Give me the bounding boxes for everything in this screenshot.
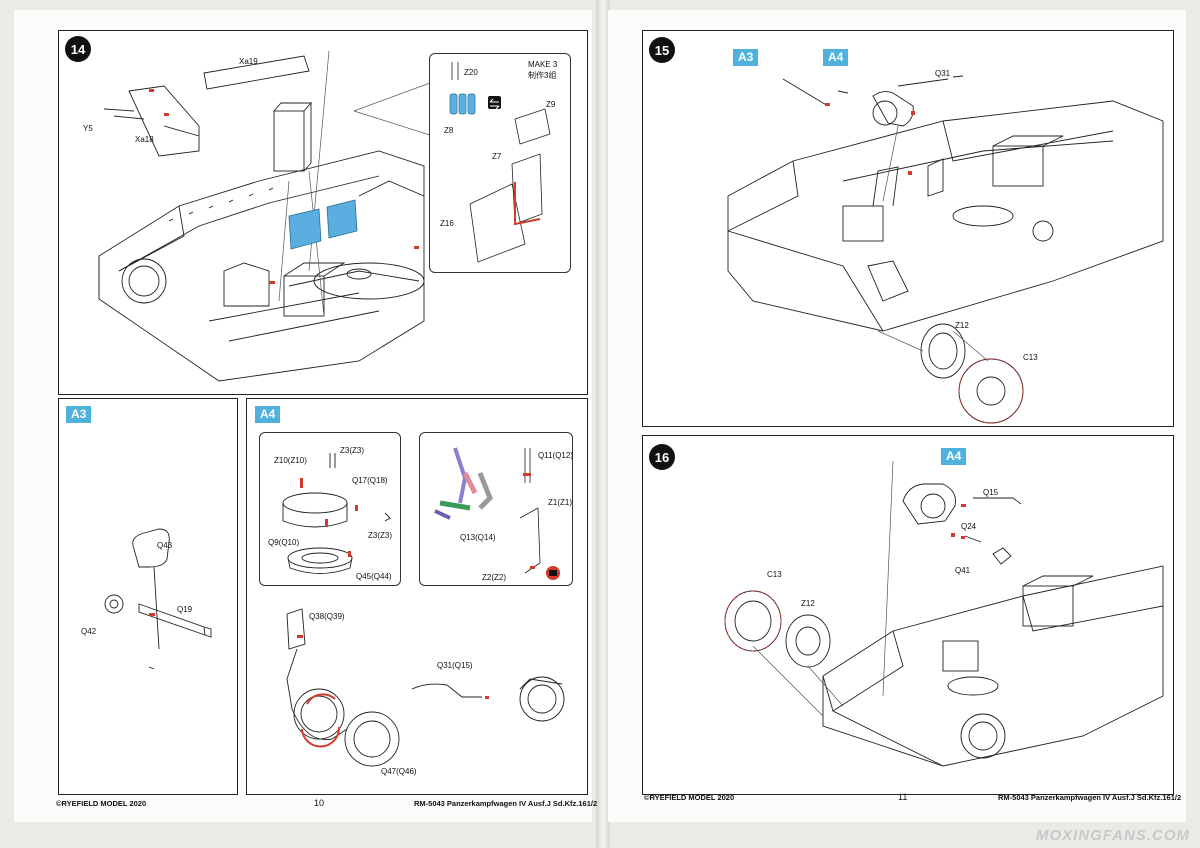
- a3-drawing: [104, 528, 212, 670]
- footer-page-number-right: 11: [898, 792, 908, 802]
- label-z10: Z10(Z10): [274, 456, 307, 465]
- inset-drawing: [449, 62, 551, 263]
- left-page: 14: [14, 10, 597, 822]
- make-note-cn: 制作3组: [528, 71, 557, 80]
- a4-sub-left: Z3(Z3) Z10(Z10) Q17(Q18) Z3(Z3) Q9(Q10) …: [259, 432, 401, 586]
- step-16-number: 16: [649, 444, 675, 470]
- label-q13: Q13(Q14): [460, 533, 496, 542]
- label-xa19: Xa19: [239, 57, 258, 66]
- label-z16: Z16: [440, 219, 454, 228]
- page-gutter: [596, 0, 610, 848]
- label-q43: Q43: [157, 541, 173, 550]
- label-q31: Q31(Q15): [437, 661, 473, 670]
- label-q24-s16: Q24: [961, 522, 977, 531]
- label-z8: Z8: [444, 126, 454, 135]
- a4-tag: A4: [255, 406, 281, 423]
- label-q9: Q9(Q10): [268, 538, 300, 547]
- label-z3b: Z3(Z3): [368, 531, 392, 540]
- arrow-swap-icon: [488, 96, 501, 109]
- label-q47: Q47(Q46): [381, 767, 417, 776]
- footer-page-number: 10: [314, 798, 325, 808]
- label-z7: Z7: [492, 152, 502, 161]
- label-xa18: Xa18: [135, 135, 154, 144]
- right-page: 15 A3 A4: [608, 10, 1186, 822]
- step-16-tag-a4: A4: [941, 448, 967, 465]
- a4-sub-right-drawing: [434, 447, 560, 580]
- step-14-drawing: [98, 50, 545, 382]
- label-z9: Z9: [546, 100, 556, 109]
- label-z3: Z3(Z3): [340, 446, 364, 455]
- a4-sub-left-drawing: [282, 453, 391, 574]
- label-q15-s16: Q15: [983, 488, 999, 497]
- label-q38: Q38(Q39): [309, 612, 345, 621]
- label-z1: Z1(Z1): [548, 498, 572, 507]
- step-15-drawing: [727, 75, 1164, 424]
- step-15-tag-a4: A4: [823, 49, 849, 66]
- label-q19: Q19: [177, 605, 193, 614]
- label-z12-s15: Z12: [955, 321, 969, 330]
- a4-sub-right: Q11(Q12) Z1(Z1) Q13(Q14) Z2(Z2): [419, 432, 573, 586]
- step-15-tag-a3: A3: [733, 49, 759, 66]
- label-c13-s15: C13: [1023, 353, 1038, 362]
- footer-copyright-right: ©RYEFIELD MODEL 2020: [644, 793, 735, 802]
- step-15-panel: 15 A3 A4: [642, 30, 1174, 427]
- label-q45: Q45(Q44): [356, 572, 392, 581]
- step-14-panel: 14: [58, 30, 588, 395]
- label-z20: Z20: [464, 68, 478, 77]
- step-15-number: 15: [649, 37, 675, 63]
- make-note: MAKE 3: [528, 60, 558, 69]
- watermark: MOXINGFANS.COM: [1035, 827, 1190, 844]
- label-q17: Q17(Q18): [352, 476, 388, 485]
- label-c13-s16: C13: [767, 570, 782, 579]
- label-q31-s15: Q31: [935, 69, 951, 78]
- step-16-drawing: [724, 460, 1164, 767]
- a4-panel: A4 Z3(Z3) Z10(Z10) Q17(Q18): [246, 398, 588, 795]
- label-z2: Z2(Z2): [482, 573, 506, 582]
- label-z12-s16: Z12: [801, 599, 815, 608]
- footer-copyright: ©RYEFIELD MODEL 2020: [56, 799, 147, 808]
- step-16-panel: 16 A4: [642, 435, 1174, 795]
- label-y5: Y5: [83, 124, 93, 133]
- a3-tag: A3: [66, 406, 92, 423]
- a3-panel: A3 Q43 Q19 Q42: [58, 398, 238, 795]
- step-14-inset: MAKE 3 制作3组 Z20 Z8 Z9 Z7 Z16: [429, 53, 571, 273]
- label-q11: Q11(Q12): [538, 451, 573, 460]
- label-q41-s16: Q41: [955, 566, 971, 575]
- footer-title: RM-5043 Panzerkampfwagen IV Ausf.J Sd.Kf…: [414, 799, 598, 808]
- label-q42: Q42: [81, 627, 97, 636]
- footer-title-right: RM-5043 Panzerkampfwagen IV Ausf.J Sd.Kf…: [998, 793, 1182, 802]
- step-14-number: 14: [65, 36, 91, 62]
- a4-lower-drawing: [286, 608, 565, 767]
